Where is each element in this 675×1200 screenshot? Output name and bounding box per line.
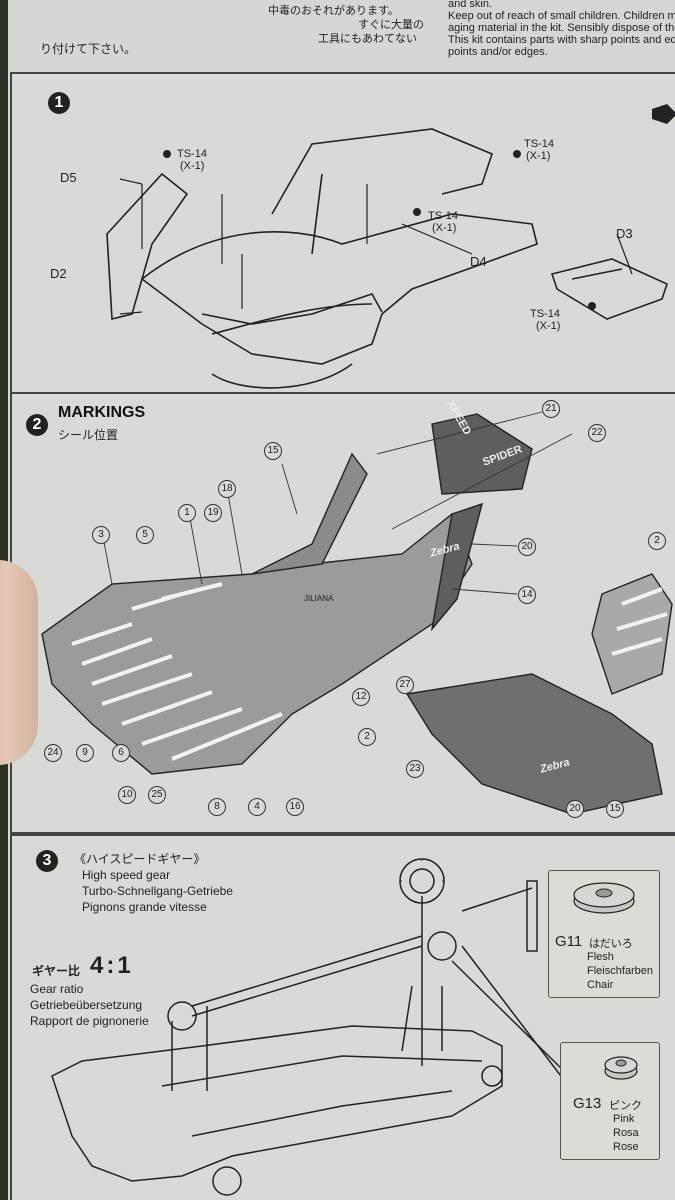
warning-line: This kit contains parts with sharp point… [448,34,675,46]
callout: 20 [518,538,536,556]
gear-color-en: Flesh [587,951,614,963]
callout: 5 [136,526,154,544]
step-number: 1 [48,92,70,114]
callout: 18 [218,480,236,498]
callout: 21 [542,400,560,418]
step2-panel: 2 MARKINGS シール位置 [10,392,675,834]
gear-title-jp: 《ハイスピードギヤー》 [74,852,206,866]
gear-g11-icon [573,882,635,914]
ratio-label-de: Getriebeübersetzung [30,998,143,1012]
screw-label: (X-1) [180,160,205,172]
callout: 9 [76,744,94,762]
gear-g13-box: G13 ピンク Pink Rosa Rose [560,1042,660,1160]
warning-line: aging material in the kit. Sensibly disp… [448,22,675,34]
step-number: 2 [26,414,48,436]
warning-line: and skin. [448,0,493,10]
callout: 14 [518,586,536,604]
callout: 12 [352,688,370,706]
screw-label: TS-14 [524,138,554,150]
callout: 22 [588,424,606,442]
gear-title-fr: Pignons grande vitesse [82,900,207,914]
callout: 24 [44,744,62,762]
body-markings-drawing [41,411,673,815]
warning-jp-line: 工具にもあわてない [318,33,417,45]
gear-ratio-value: 4:1 [90,952,134,979]
part-label: D3 [616,226,633,241]
callout: 1 [178,504,196,522]
callout: 6 [112,744,130,762]
gear-color-jp: はだいろ [589,938,633,950]
callout: 4 [248,798,266,816]
ratio-label-jp: ギヤー比 [32,964,81,978]
callout: 25 [148,786,166,804]
gear-color-fr: Rose [613,1141,639,1153]
part-label: D4 [470,254,487,269]
callout: 20 [566,800,584,818]
gear-color-de: Rosa [613,1127,639,1139]
step-subtitle: シール位置 [58,428,119,442]
warning-jp-line: すぐに大量の [358,19,424,31]
callout: 15 [606,800,624,818]
chassis-drawing [106,104,675,389]
gear-color-en: Pink [613,1113,635,1125]
callout: 23 [406,760,424,778]
step-title: MARKINGS [58,404,146,421]
gear-title-de: Turbo-Schnellgang-Getriebe [82,884,233,898]
gear-g11-box: G11 はだいろ Flesh Fleischfarben Chair [548,870,660,998]
ratio-label-fr: Rapport de pignonerie [30,1014,149,1028]
ratio-label-en: Gear ratio [30,982,84,996]
screw-label: (X-1) [526,150,551,162]
screw-label: (X-1) [536,320,561,332]
gear-g13-icon [604,1056,638,1080]
decal-text: JILIANA [304,594,334,603]
screw-label: (X-1) [432,222,457,234]
gear-assembly-drawing [51,858,568,1196]
screw-label: TS-14 [428,210,458,222]
callout: 8 [208,798,226,816]
gear-color-jp: ピンク [609,1100,642,1112]
part-label: D2 [50,266,67,281]
callout: 15 [264,442,282,460]
warning-line: points and/or edges. [448,46,548,58]
gear-title-en: High speed gear [82,868,171,882]
gear-color-fr: Chair [587,979,614,991]
warning-line: Keep out of reach of small children. Chi… [448,10,675,22]
callout: 2 [648,532,666,550]
callout: 19 [204,504,222,522]
warning-jp-line: り付けて下さい。 [40,42,137,56]
thumb [0,560,38,765]
screw-label: TS-14 [177,148,207,160]
callout: 2 [358,728,376,746]
callout: 10 [118,786,136,804]
callout: 3 [92,526,110,544]
step-number: 3 [36,850,58,872]
gear-color-de: Fleischfarben [587,965,654,977]
step1-panel: 1 [10,72,675,394]
callout: 27 [396,676,414,694]
callout: 16 [286,798,304,816]
gear-code: G13 [573,1095,602,1112]
screw-label: TS-14 [530,308,560,320]
step3-panel: 3 《ハイスピードギヤー》 High speed gear Turbo-Schn… [10,834,675,1200]
instruction-sheet: and skin. Keep out of reach of small chi… [8,0,675,1200]
part-label: D5 [60,170,77,185]
warning-jp-line: 中毒のおそれがあります。 [268,5,399,17]
gear-code: G11 [555,933,583,950]
